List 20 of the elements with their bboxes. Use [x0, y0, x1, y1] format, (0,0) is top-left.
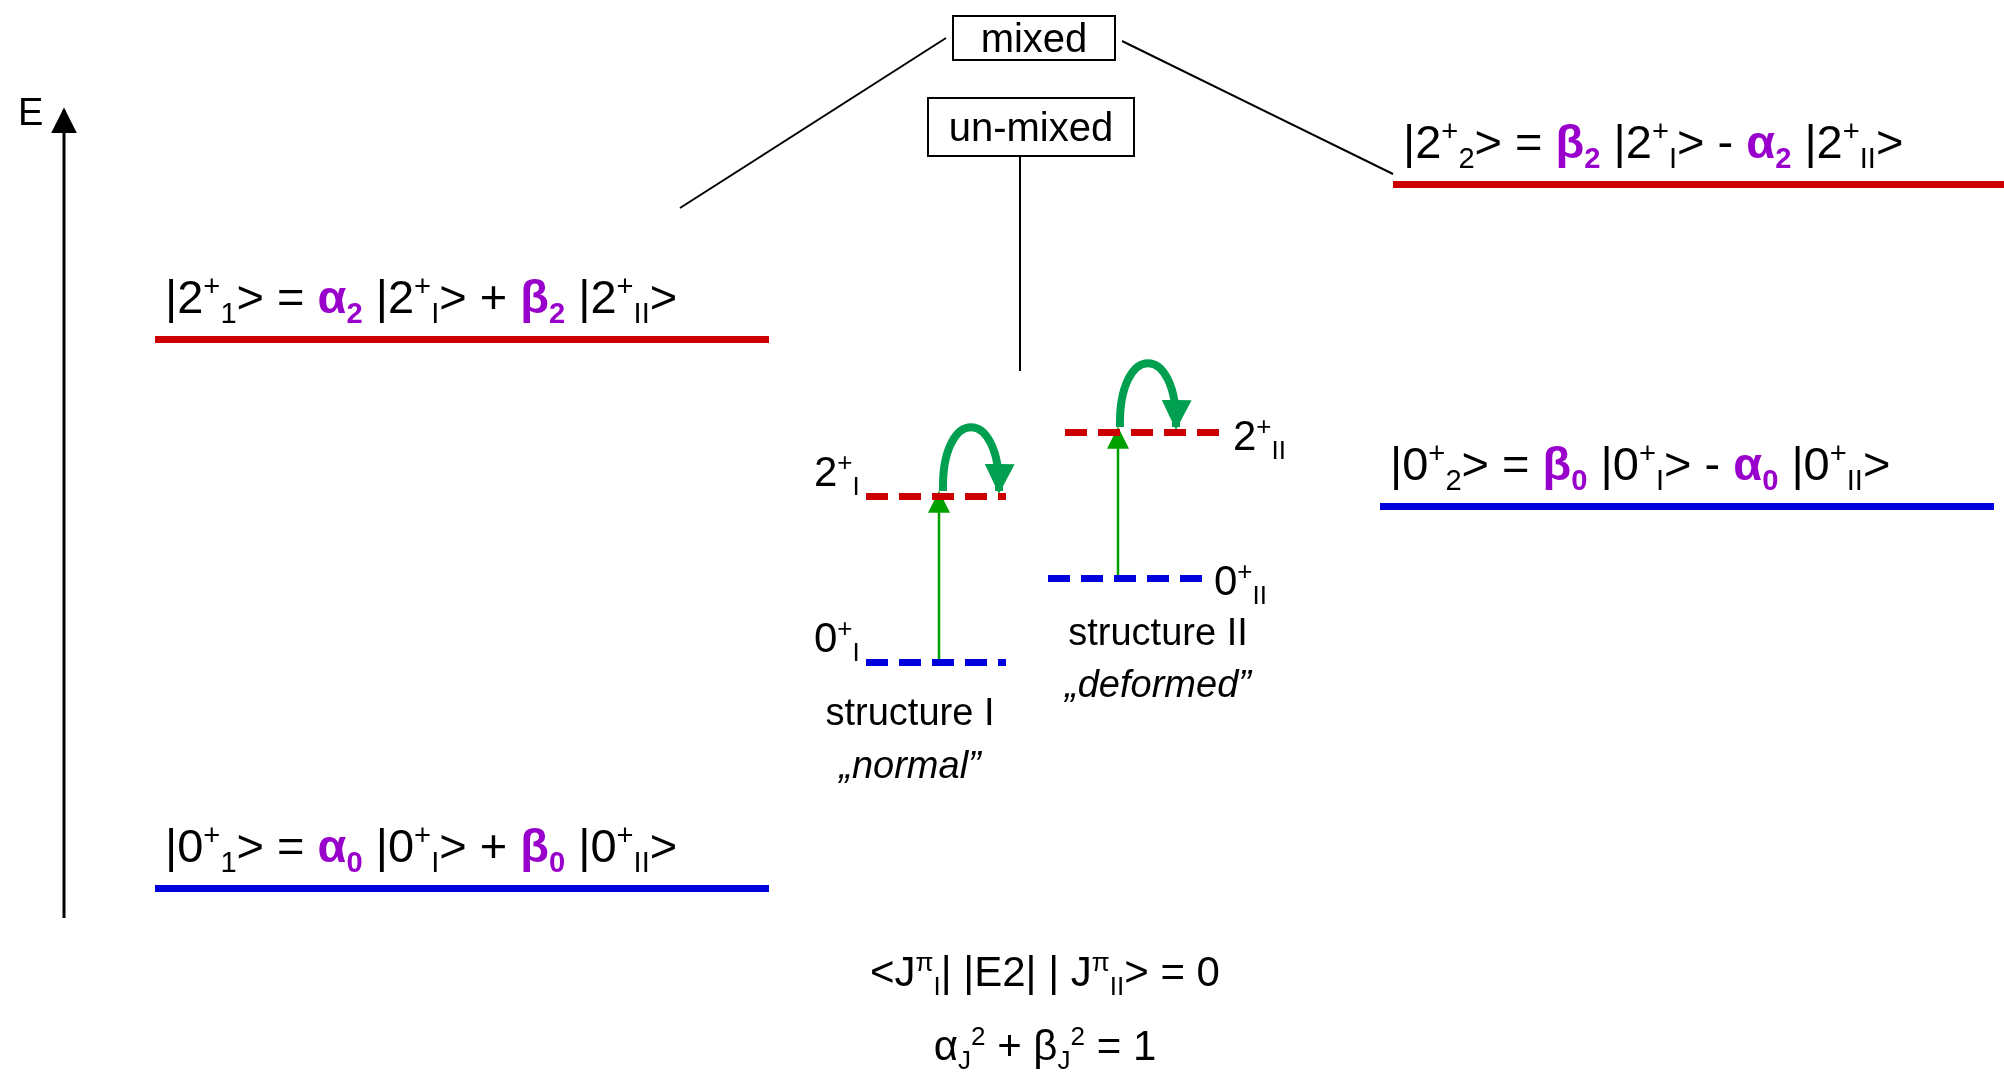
structure-caption: structure II [1068, 612, 1248, 654]
curved-arrow [939, 423, 1013, 494]
connector-line [679, 37, 947, 209]
framed-label: un-mixed [927, 97, 1135, 157]
state-equation: |2$^{+}$$_{2}$> = β$_{2}$ |2$^{+}$$_{I}$> - α$_{2}$ |2$^{+}$$_{II}$> [1403, 114, 1904, 174]
state-equation: |0$^{+}$$_{1}$> = α$_{0}$ |0$^{+}$$_{I}$> + β$_{0}$ |0$^{+}$$_{II}$> [165, 818, 678, 878]
structure-caption: structure I [825, 692, 995, 734]
curved-arrow [1116, 359, 1190, 430]
connector-line [1019, 156, 1021, 372]
state-equation: |0$^{+}$$_{2}$> = β$_{0}$ |0$^{+}$$_{I}$> - α$_{0}$ |0$^{+}$$_{II}$> [1390, 436, 1891, 496]
transition-arrow [1107, 426, 1129, 575]
transition-arrow [928, 490, 950, 659]
formula: <J$^{π}$$_{I}$| |E2| | J$^{π}$$_{II}$> = 0 [870, 948, 1220, 1002]
structure-name: „normal” [839, 745, 981, 787]
axis-label: E [18, 92, 44, 134]
structure-name: „deformed” [1065, 664, 1251, 706]
connector-line [1121, 40, 1394, 175]
formula: α$_{J}$$^{2}$ + β$_{J}$$^{2}$ = 1 [933, 1022, 1157, 1076]
framed-label: mixed [952, 15, 1116, 61]
state-equation: |2$^{+}$$_{1}$> = α$_{2}$ |2$^{+}$$_{I}$> + β$_{2}$ |2$^{+}$$_{II}$> [165, 269, 678, 329]
